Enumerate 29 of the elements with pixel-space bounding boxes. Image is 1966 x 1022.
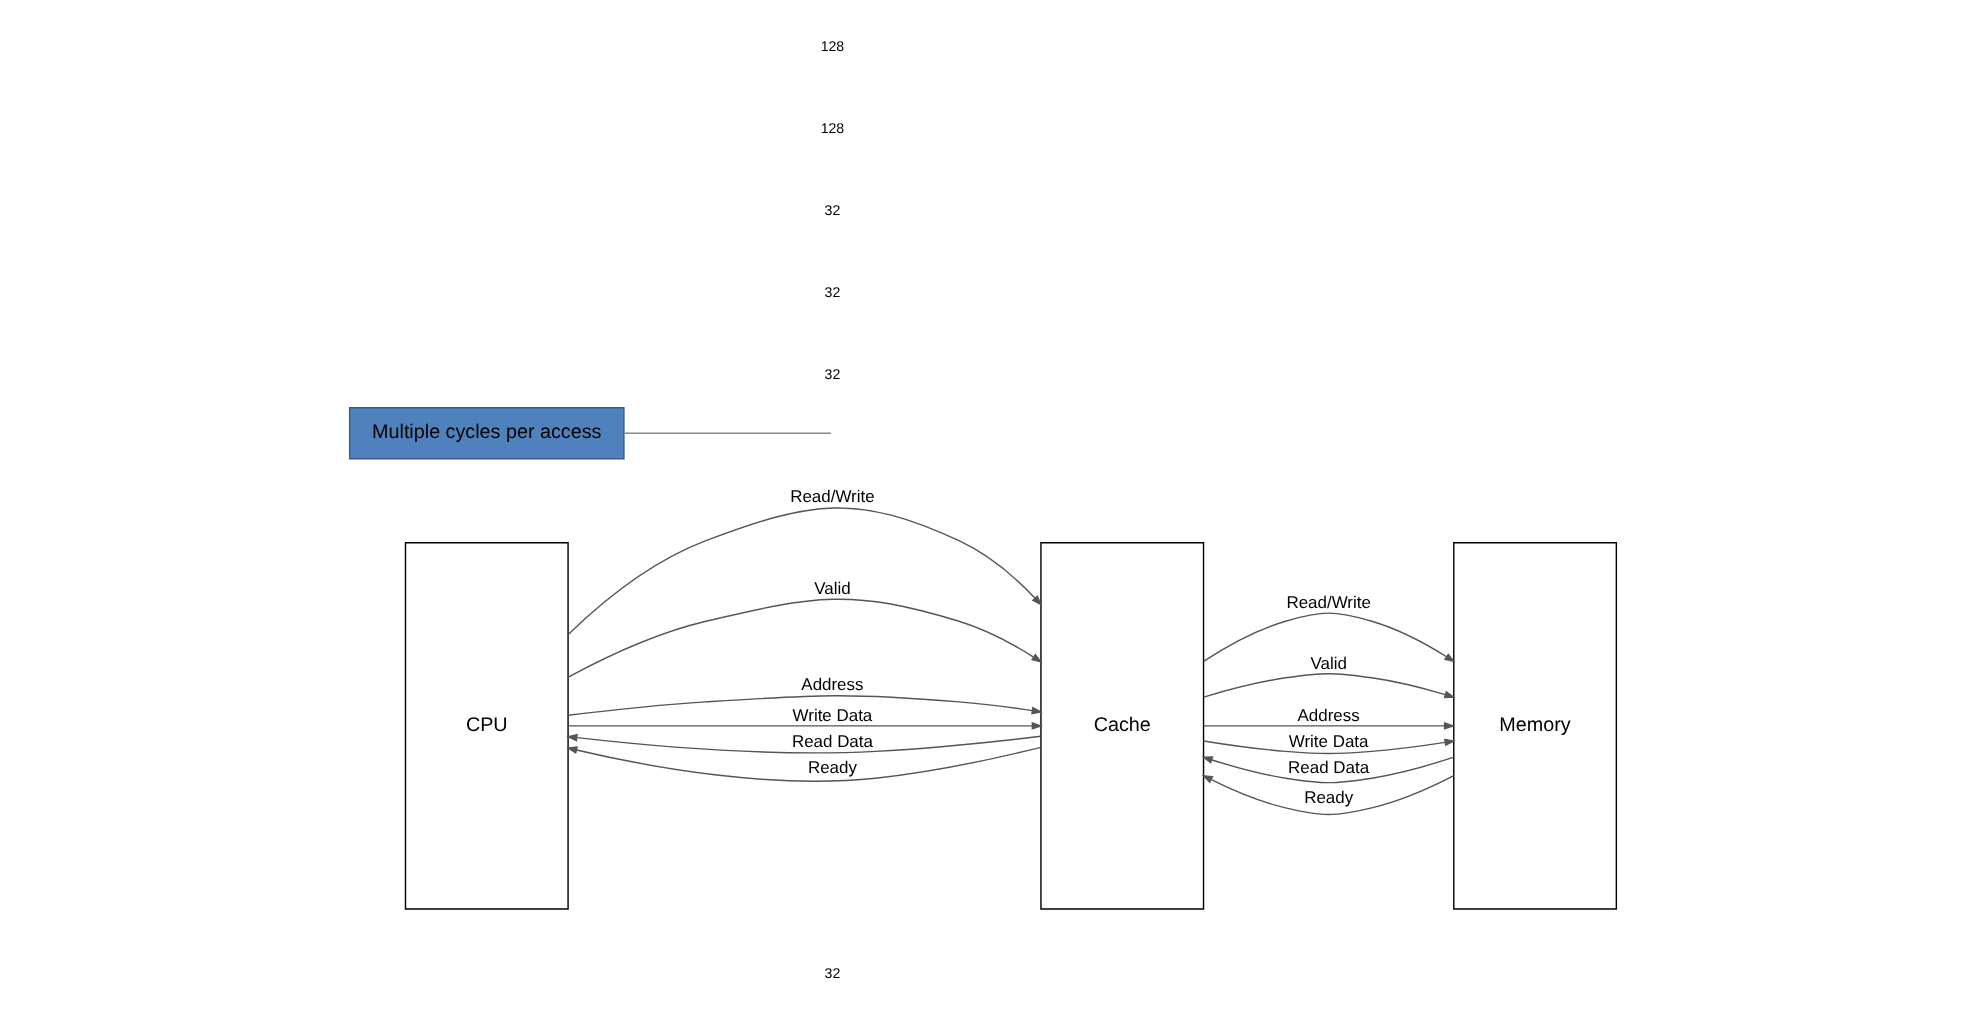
edge-label: Ready <box>807 757 857 778</box>
node-box: Multiple cycles per access <box>348 407 625 460</box>
edge-label: Valid <box>1310 652 1347 673</box>
edge-label: Write Data <box>792 705 873 726</box>
node-box: CPU <box>404 542 569 910</box>
edge-label: Valid <box>814 577 851 598</box>
connector <box>623 432 832 434</box>
arrow <box>567 507 1043 635</box>
node-box: Cache <box>1040 542 1205 910</box>
arrow <box>1202 721 1456 730</box>
edge-label: Read/Write <box>1286 591 1371 612</box>
arrow <box>566 733 1042 754</box>
edge-label: Read/Write <box>790 485 875 506</box>
edge-label: Ready <box>1304 787 1354 808</box>
arrow <box>567 598 1043 678</box>
node-box: Memory <box>1453 542 1618 910</box>
arrow <box>1201 756 1455 784</box>
arrow <box>1202 738 1456 755</box>
arrow <box>566 746 1042 782</box>
edge-label: Read Data <box>1288 757 1370 778</box>
arrow <box>1203 672 1456 699</box>
edge-label: Read Data <box>791 730 873 751</box>
arrow <box>1202 612 1456 663</box>
edge-label: Address <box>801 673 864 694</box>
edge-label: Address <box>1297 705 1360 726</box>
arrow <box>567 695 1043 716</box>
arrow <box>567 721 1043 730</box>
arrow <box>1201 774 1455 816</box>
edge-label: Write Data <box>1288 730 1369 751</box>
